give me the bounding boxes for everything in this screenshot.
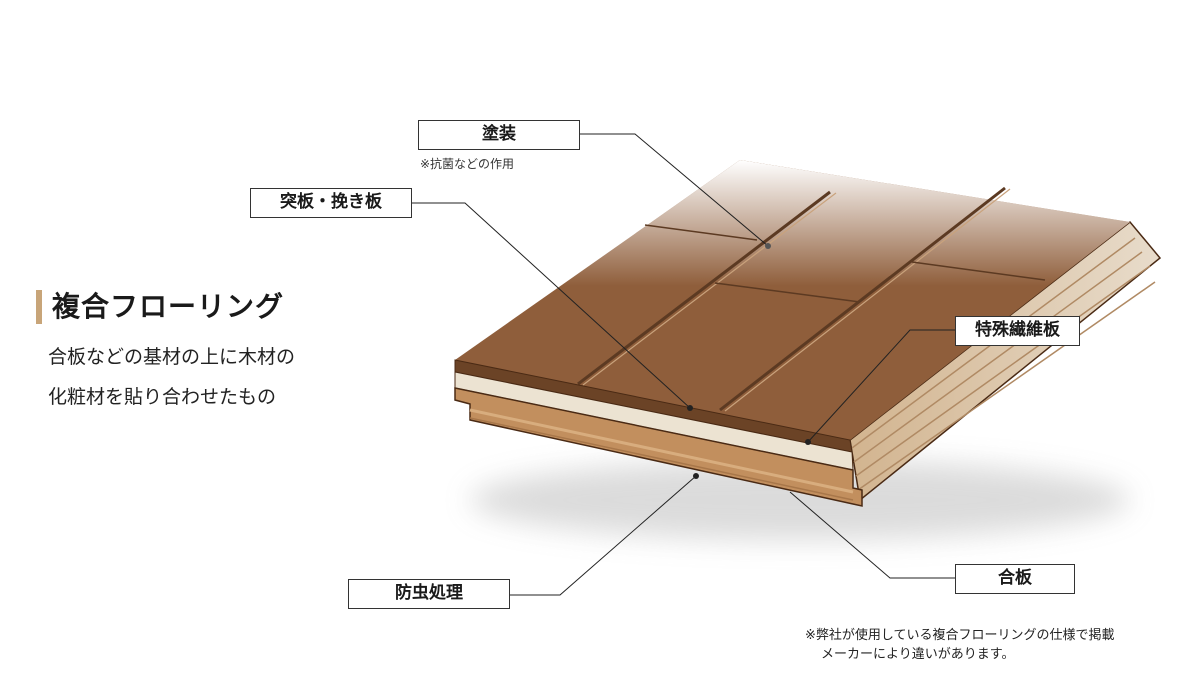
leader-coating	[580, 133, 769, 247]
leader-dot-fiberboard	[805, 439, 811, 445]
plywood-layer	[454, 387, 863, 507]
board-top-fade	[455, 160, 1130, 440]
board-joint	[644, 224, 758, 241]
leader-insect-proof	[510, 475, 697, 596]
label-veneer: 突板・挽き板	[250, 188, 412, 218]
leader-dot-insect-proof	[693, 473, 699, 479]
label-fiberboard: 特殊繊維板	[955, 316, 1080, 346]
footnote-line-1: ※弊社が使用している複合フローリングの仕様で掲載	[805, 628, 1115, 643]
side-layer-line	[857, 281, 1156, 491]
plywood-ply-line	[469, 417, 854, 501]
leader-dot-veneer	[687, 405, 693, 411]
board-groove	[724, 188, 1011, 412]
board-joint	[714, 282, 861, 303]
board-groove	[577, 190, 831, 386]
leader-plywood	[789, 491, 955, 579]
label-coating-note: ※抗菌などの作用	[420, 157, 515, 171]
side-layer-line	[855, 265, 1151, 477]
leader-fiberboard	[807, 329, 955, 443]
page-title: 複合フローリング	[36, 290, 284, 324]
board-joint	[911, 261, 1046, 281]
label-coating: 塗装	[418, 120, 580, 150]
leader-dot-coating	[765, 243, 771, 249]
description-line-2: 化粧材を貼り合わせたもの	[48, 386, 277, 408]
footnote-line-2: メーカーにより違いがあります。	[821, 647, 1015, 662]
leader-veneer	[412, 202, 691, 409]
board-groove	[582, 192, 837, 386]
board-groove	[719, 186, 1006, 412]
plywood-ply-line	[469, 408, 854, 494]
footnote: ※弊社が使用している複合フローリングの仕様で掲載 メーカーにより違いがあります。	[805, 626, 1115, 664]
label-insect-proof: 防虫処理	[348, 579, 510, 609]
label-plywood: 合板	[955, 564, 1075, 594]
description-line-1: 合板などの基材の上に木材の	[48, 346, 296, 368]
side-layer-line	[853, 251, 1143, 463]
